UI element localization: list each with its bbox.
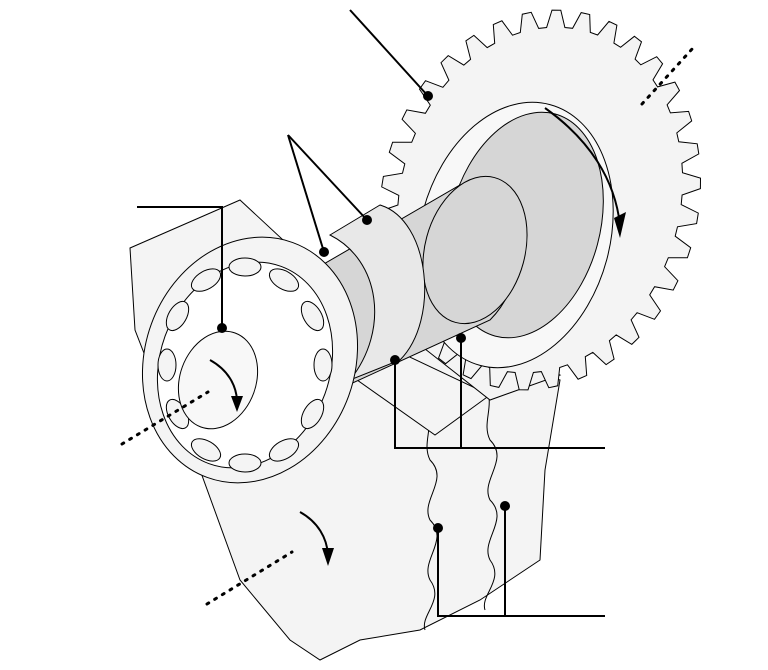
bearing-rollers [157,257,333,473]
leader-rack [437,528,605,617]
leader-lines [137,9,605,617]
roller-bearing [141,236,359,484]
gear-rotation-arrow-icon [544,107,621,226]
bearing-roller [313,348,333,382]
leader-shaft-end [137,206,223,328]
arrow-heads [231,212,626,566]
bearing-roller [165,300,190,332]
bearing-roller [157,348,177,382]
bearing-roller [228,257,262,277]
rotation-axes [120,46,695,606]
leader-dots [217,91,510,533]
leader-blocks [394,360,605,449]
lower-axis [205,550,294,606]
bearing-roller [190,268,222,292]
bearing-roller [190,438,222,462]
bearing-roller [268,438,300,462]
gear-axis [640,46,695,106]
leader-collar-a [287,134,325,253]
leader-collar-b [287,134,368,221]
bearing-roller [268,268,300,292]
shaft-collar [328,204,426,382]
leader-gear [349,9,429,97]
bearing-roller [300,300,325,332]
bearing-roller [300,398,325,430]
bearing-roller [228,453,262,473]
shaft-axis [120,390,210,446]
